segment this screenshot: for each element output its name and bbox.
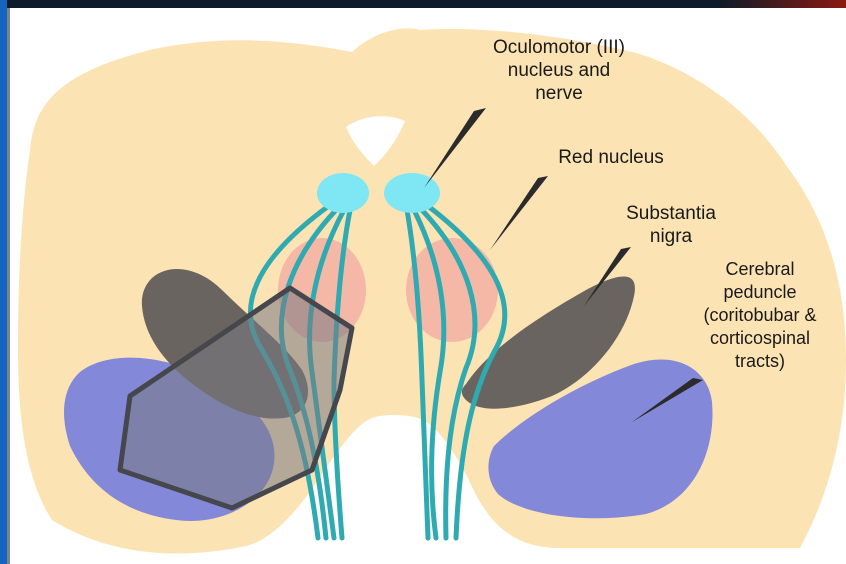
oculomotor-nucleus-right — [384, 173, 440, 213]
top-frame-bar — [0, 0, 846, 8]
oculomotor-nucleus-left — [317, 173, 369, 213]
label-cerebral-peduncle: Cerebral peduncle (coritobubar & cortico… — [676, 258, 844, 373]
label-red-nucleus: Red nucleus — [536, 146, 686, 169]
left-frame-shadow — [7, 8, 10, 564]
label-substantia-nigra: Substantia nigra — [608, 202, 734, 248]
label-oculomotor: Oculomotor (III) nucleus and nerve — [474, 36, 644, 105]
left-frame-bar — [0, 0, 7, 564]
